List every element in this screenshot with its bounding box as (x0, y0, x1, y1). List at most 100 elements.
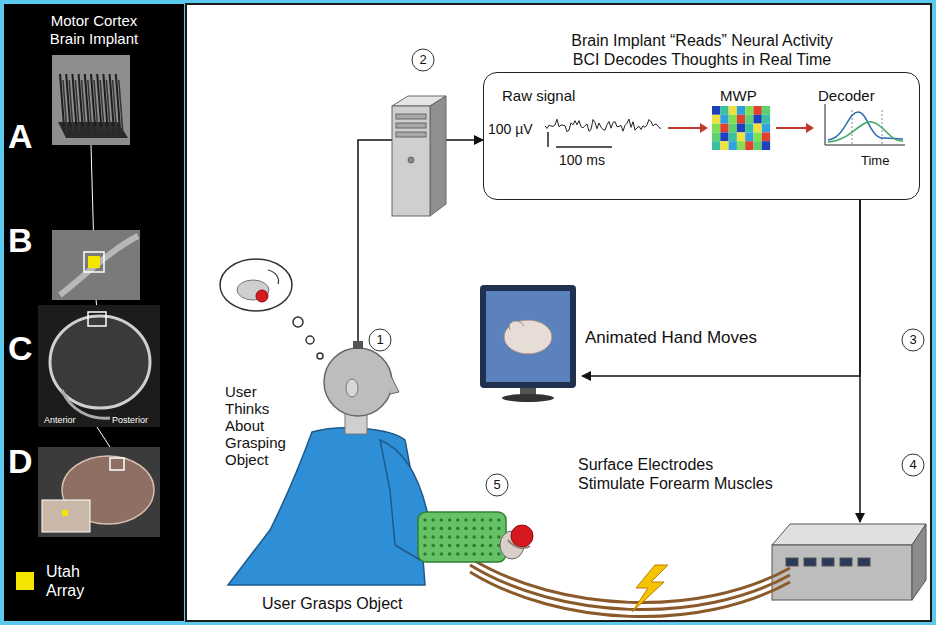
decoder-plot-part (825, 104, 905, 145)
orientation-label: Anterior (44, 415, 76, 426)
mwp-heatmap-part (712, 115, 720, 124)
user-figure-part-part (448, 552, 452, 556)
mwp-heatmap-part (754, 106, 762, 115)
mwp-heatmap-part (720, 106, 728, 115)
step-label: User Grasps Object (262, 594, 402, 613)
callout-number: 2 (412, 49, 434, 71)
mwp-heatmap-part (754, 132, 762, 141)
user-figure-part (511, 525, 533, 547)
array-photo-part (58, 122, 128, 138)
callout-number: 4 (902, 454, 924, 476)
stage-label: Decoder (818, 87, 875, 105)
user-figure-part-part (489, 527, 493, 531)
user-figure-part (346, 379, 358, 397)
scale-label: 100 µV (488, 121, 533, 138)
panel-letter: A (8, 118, 33, 155)
mwp-heatmap-part (720, 124, 728, 133)
brain-image-part (110, 458, 124, 470)
mwp-heatmap-part (745, 132, 753, 141)
user-figure-part-part (497, 552, 501, 556)
process-arrow-part (668, 127, 700, 129)
user-figure-part-part (448, 544, 452, 548)
user-figure-part-part (472, 552, 476, 556)
brain-image-part (42, 500, 90, 532)
mwp-heatmap-part (729, 124, 737, 133)
callout-circle (369, 49, 924, 496)
user-figure-part-part (440, 518, 444, 522)
mwp-heatmap-part (737, 141, 745, 150)
stimulator-part (858, 558, 870, 566)
panel-letter: D (8, 443, 33, 480)
mwp-heatmap-part (745, 141, 753, 150)
thought-bubble-part (220, 259, 292, 311)
user-figure-part-part (448, 527, 452, 531)
user-figure-part-part (472, 544, 476, 548)
user-figure-part-part (464, 527, 468, 531)
user-figure-part (353, 341, 363, 349)
user-figure-part-part (440, 527, 444, 531)
process-arrow-part (700, 123, 708, 133)
electrode-wires-part (470, 572, 790, 617)
user-figure-part-part (431, 527, 435, 531)
stage-label: MWP (720, 87, 757, 105)
side-panel (4, 4, 184, 621)
user-figure-part-part (448, 518, 452, 522)
user-figure-part-part (489, 518, 493, 522)
mwp-heatmap-part (754, 115, 762, 124)
user-figure-part (324, 348, 392, 416)
mwp-heatmap-part (712, 124, 720, 133)
user-node: User Thinks About Grasping Object (222, 347, 372, 477)
computer-tower-part (396, 123, 426, 128)
monitor-part (509, 321, 524, 330)
mwp-heatmap-part (754, 124, 762, 133)
user-figure-part-part (440, 552, 444, 556)
user-figure-part-part (431, 518, 435, 522)
mwp-heatmap-part (712, 132, 720, 141)
stimulator-part (912, 524, 926, 600)
user-figure-part-part (472, 527, 476, 531)
step-label: User Thinks About Grasping Object (225, 383, 293, 468)
flow-arrow (582, 200, 860, 376)
user-figure-part (423, 518, 500, 556)
lightning-bolt (632, 565, 668, 612)
callout-circle-part (902, 329, 924, 351)
mwp-heatmap-part (762, 115, 770, 124)
computer-tower-part (396, 132, 426, 137)
array-photo (52, 55, 130, 145)
panel-title: Motor Cortex Brain Implant (39, 12, 149, 48)
user-figure-part-part (456, 552, 460, 556)
user-figure-part-part (489, 544, 493, 548)
user-figure-part-part (481, 535, 485, 539)
brain-image-part (62, 510, 68, 516)
raw-signal-trace-part (547, 132, 549, 147)
user-figure-part-part (456, 527, 460, 531)
user-figure-part-part (472, 518, 476, 522)
decoder-plot-part (828, 122, 903, 142)
user-figure-part-part (423, 544, 427, 548)
stimulator-part (822, 558, 834, 566)
thought-bubble-part (306, 336, 314, 344)
user-figure-part-part (440, 535, 444, 539)
process-arrow (668, 123, 814, 133)
stimulator-part (840, 558, 852, 566)
callout-number: 3 (902, 329, 924, 351)
array-photo-part-part (119, 80, 123, 132)
callout-circle-part (902, 454, 924, 476)
raw-signal-trace-part (545, 119, 661, 132)
user-figure-part-part (481, 527, 485, 531)
user-figure (228, 341, 533, 585)
user-figure-part-part (423, 552, 427, 556)
stimulator-part (772, 545, 912, 600)
mwp-heatmap-part (745, 124, 753, 133)
user-figure-part-part (472, 535, 476, 539)
legend-swatch (16, 572, 34, 590)
callout-circle-part (369, 329, 391, 351)
computer-tower-part (430, 96, 446, 216)
monitor-node: Animated Hand Moves (478, 283, 582, 403)
user-figure-part-part (481, 544, 485, 548)
user-figure-part-part (489, 535, 493, 539)
mwp-heatmap-part (729, 132, 737, 141)
computer-tower (392, 96, 446, 216)
xray-image-part (52, 230, 140, 300)
